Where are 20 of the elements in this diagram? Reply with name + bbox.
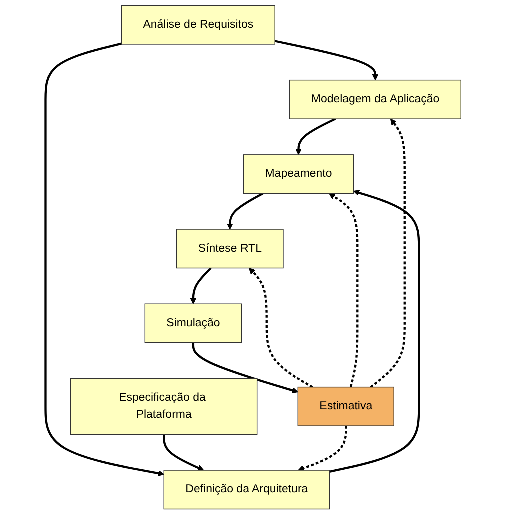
arrow <box>192 342 298 394</box>
arrow <box>274 40 378 81</box>
node-box: Especificação da Plataforma <box>70 378 258 436</box>
node-box: Estimativa <box>297 386 394 426</box>
node-box: Síntese RTL <box>176 229 284 269</box>
arrow <box>162 434 204 472</box>
arrow <box>44 42 164 477</box>
arrow <box>329 190 420 474</box>
arrow <box>190 268 212 304</box>
node-box: Mapeamento <box>242 154 354 194</box>
node-box: Modelagem da Aplicação <box>289 80 462 120</box>
arrow <box>295 118 336 156</box>
node-box: Análise de Requisitos <box>120 5 276 45</box>
node-box: Definição da Arquitetura <box>163 470 330 510</box>
arrow <box>298 426 347 472</box>
arrow <box>226 192 264 230</box>
arrow <box>328 193 358 388</box>
arrow <box>248 268 313 388</box>
arrow <box>370 118 406 388</box>
node-box: Simulação <box>144 304 242 344</box>
